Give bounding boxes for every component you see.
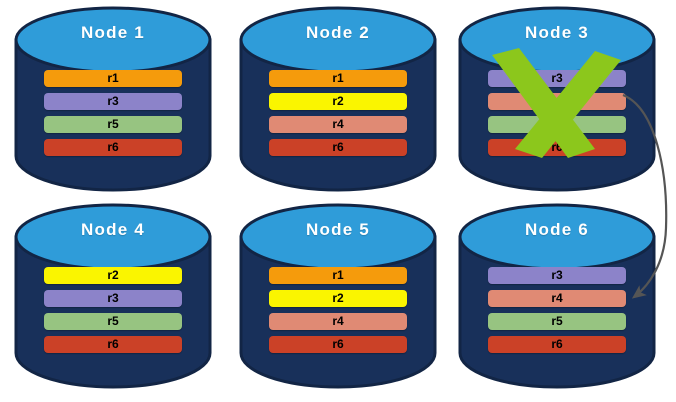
replica-row[interactable]: r1: [269, 267, 407, 284]
replica-row[interactable]: r5: [44, 313, 182, 330]
node-cylinder-3[interactable]: Node 3 r3 r4 r5 r6: [458, 6, 656, 196]
replica-row[interactable]: r6: [488, 139, 626, 156]
replica-row[interactable]: r6: [269, 139, 407, 156]
replica-row[interactable]: r4: [488, 290, 626, 307]
replica-row[interactable]: r6: [488, 336, 626, 353]
replica-row[interactable]: r6: [269, 336, 407, 353]
replica-row[interactable]: r2: [269, 290, 407, 307]
replica-list-2: r1 r2 r4 r6: [269, 70, 407, 162]
replica-row[interactable]: r3: [488, 70, 626, 87]
replica-list-1: r1 r3 r5 r6: [44, 70, 182, 162]
node-cylinder-1[interactable]: Node 1 r1 r3 r5 r6: [14, 6, 212, 196]
node-cylinder-4[interactable]: Node 4 r2 r3 r5 r6: [14, 203, 212, 393]
replica-list-6: r3 r4 r5 r6: [488, 267, 626, 359]
replica-row[interactable]: r4: [269, 313, 407, 330]
replica-row[interactable]: r3: [44, 93, 182, 110]
replica-row[interactable]: r5: [488, 116, 626, 133]
replica-row[interactable]: r2: [269, 93, 407, 110]
node-cylinder-2[interactable]: Node 2 r1 r2 r4 r6: [239, 6, 437, 196]
replica-row[interactable]: r4: [488, 93, 626, 110]
replica-list-4: r2 r3 r5 r6: [44, 267, 182, 359]
replica-row[interactable]: r3: [44, 290, 182, 307]
replica-row[interactable]: r3: [488, 267, 626, 284]
replica-row[interactable]: r4: [269, 116, 407, 133]
replica-row[interactable]: r5: [44, 116, 182, 133]
replica-list-3: r3 r4 r5 r6: [488, 70, 626, 162]
replica-row[interactable]: r2: [44, 267, 182, 284]
replica-row[interactable]: r6: [44, 139, 182, 156]
node-cylinder-6[interactable]: Node 6 r3 r4 r5 r6: [458, 203, 656, 393]
replica-row[interactable]: r1: [269, 70, 407, 87]
replica-row[interactable]: r1: [44, 70, 182, 87]
replica-list-5: r1 r2 r4 r6: [269, 267, 407, 359]
replica-row[interactable]: r5: [488, 313, 626, 330]
node-cylinder-5[interactable]: Node 5 r1 r2 r4 r6: [239, 203, 437, 393]
replica-row[interactable]: r6: [44, 336, 182, 353]
